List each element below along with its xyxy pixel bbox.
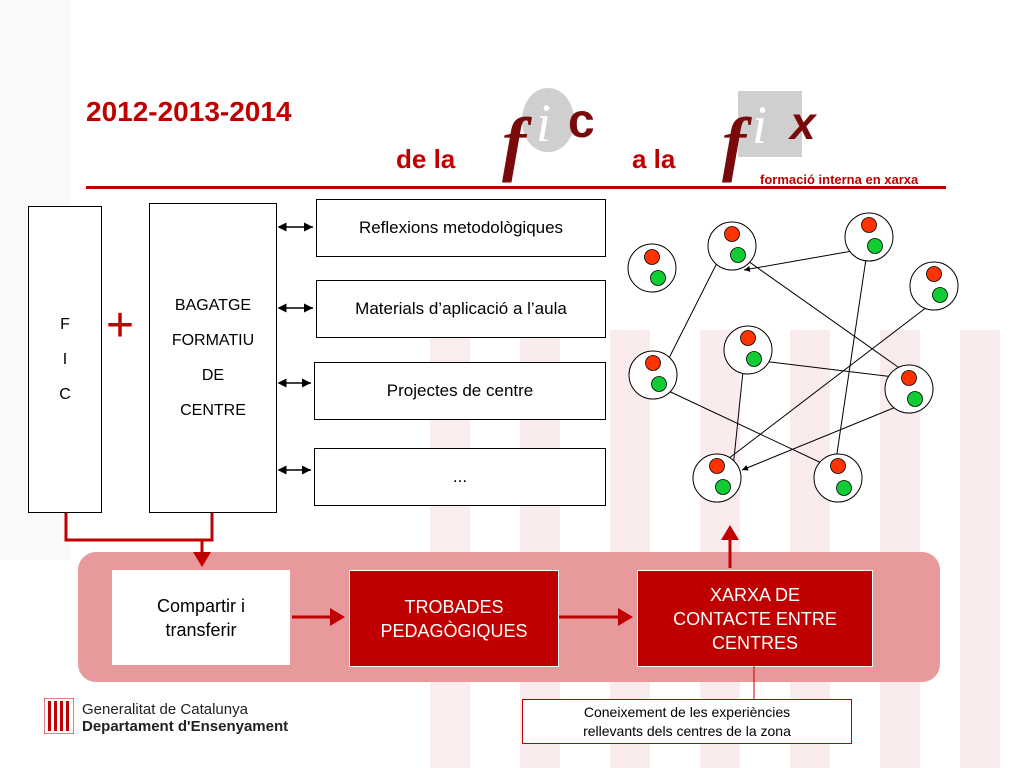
fic-letter: C [59,386,71,403]
bagatge-line: BAGATGE [174,297,252,314]
fic-logo: i f c [500,88,610,184]
network-arrow [659,386,831,468]
fic-letter: F [60,316,70,333]
network-node [707,221,757,271]
generalitat-logo-icon [44,698,74,734]
bagatge-column: BAGATGE FORMATIU DE CENTRE [149,203,277,513]
network-node [628,350,678,400]
network-arrow [833,231,871,461]
network-arrow [741,399,914,471]
bagatge-line: DE [201,367,225,384]
network-node [844,212,894,262]
fix-logo: i f x [720,88,840,184]
a-la-label: a la [632,144,676,174]
network-node [723,325,773,375]
network-node [884,364,934,414]
network-node [909,261,959,311]
note-box: Coneixement de les experiències rellevan… [522,699,852,744]
trobades-box: TROBADES PEDAGÒGIQUES [349,570,559,667]
item-projectes: Projectes de centre [314,362,606,420]
de-la-label: de la [396,144,456,174]
fic-letter: I [62,351,68,368]
network-node [813,453,863,503]
header-rule [86,186,946,189]
plus-sign: + [106,299,135,352]
network-node [627,243,677,293]
tagline: formació interna en xarxa [760,172,919,187]
bagatge-line: FORMATIU [171,332,255,349]
compartir-box: Compartir i transferir [112,570,290,665]
item-ellipsis: ... [314,448,606,506]
network-node [692,453,742,503]
item-reflexions: Reflexions metodològiques [316,199,606,257]
network-arrow [737,253,906,373]
fic-column: F I C [28,206,102,513]
bagatge-line: CENTRE [180,402,246,419]
network-arrow [753,359,903,381]
footer-line1: Generalitat de Catalunya [82,701,248,718]
item-materials: Materials d’aplicació a l’aula [316,280,606,338]
red-connector [64,513,214,542]
footer-line2: Departament d'Ensenyament [82,718,289,735]
years-title: 2012-2013-2014 [86,96,292,127]
xarxa-box: XARXA DE CONTACTE ENTRE CENTRES [637,570,873,667]
